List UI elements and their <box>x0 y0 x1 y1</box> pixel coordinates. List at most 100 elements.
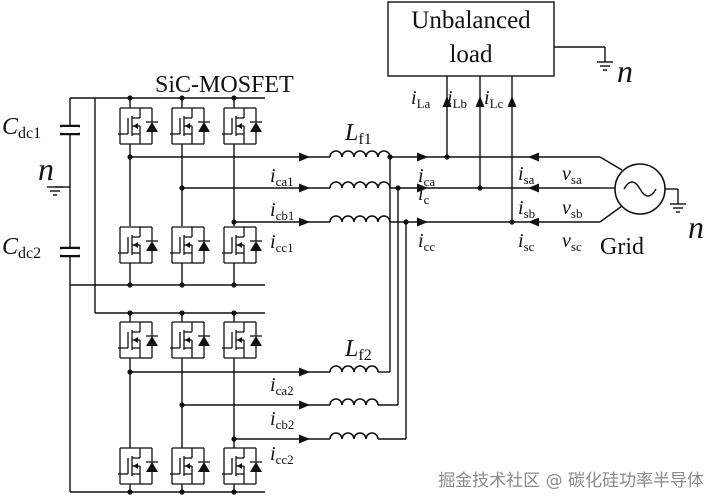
sic-mosfet-icon <box>170 447 210 485</box>
compensation-current-label: ic <box>418 183 430 207</box>
inverter2-current-label-main: i <box>270 374 276 396</box>
arrow-up-icon <box>475 96 485 107</box>
filter-lf2-label-sub: f2 <box>358 347 371 364</box>
capacitor-cdc2-label: Cdc2 <box>2 234 41 262</box>
diode-icon <box>250 336 262 346</box>
mosfet-arrow <box>133 242 138 248</box>
capacitor-cdc1-label-main: C <box>2 114 19 140</box>
arrow-up-icon <box>507 96 517 107</box>
load-current-label-sub: Lb <box>453 96 467 111</box>
junction-dot <box>179 489 185 495</box>
load-ground-icon <box>597 61 613 71</box>
source-current-label-sub: sc <box>524 239 535 254</box>
mosfet-arrow <box>185 463 190 469</box>
capacitor-cdc1-label-sub: dc1 <box>18 125 41 142</box>
junction-dot <box>477 185 483 191</box>
midpoint-ground-icon <box>47 186 63 196</box>
junction-dot <box>127 154 133 160</box>
inverter1-current-label-main: i <box>270 165 276 187</box>
diode-icon <box>198 122 210 132</box>
junction-dot <box>127 369 133 375</box>
junction-dot <box>387 154 393 160</box>
source-voltage-label-sub: sa <box>571 172 582 187</box>
mosfet-arrow <box>185 337 190 343</box>
source-voltage-label-sub: sb <box>571 206 583 221</box>
grid-ground-icon <box>670 203 686 213</box>
compensation-current-label-sub: cc <box>424 239 436 254</box>
filter-lf1-label: Lf1 <box>344 120 372 148</box>
capacitor-cdc1-label: Cdc1 <box>2 114 41 142</box>
neutral-n-label-dc: n <box>38 151 54 187</box>
inverter1-current-label: icc1 <box>270 231 294 255</box>
compensation-current-label-main: i <box>418 183 424 205</box>
inductor-lf2-icon <box>329 365 379 373</box>
source-voltage-label-sub: sc <box>571 239 582 254</box>
sic-mosfet-icon <box>170 321 210 359</box>
diode-icon <box>146 122 158 132</box>
diode-icon <box>146 462 158 472</box>
sic-mosfet-icon <box>118 321 158 359</box>
load-current-label-main: i <box>484 87 490 109</box>
mosfet-arrow <box>133 123 138 129</box>
inverter1-current-label-main: i <box>270 199 276 221</box>
load-current-label-main: i <box>411 87 417 109</box>
compensation-current-label: ica <box>418 165 435 189</box>
inverter1-current-label: icb1 <box>270 199 294 223</box>
arrow-up-icon <box>442 96 452 107</box>
junction-dot <box>444 154 450 160</box>
grid-converge <box>599 156 623 171</box>
junction-dot <box>509 219 515 225</box>
mosfet-arrow <box>185 242 190 248</box>
sic-mosfet-icon <box>118 107 158 145</box>
load-current-label-sub: Lc <box>490 96 504 111</box>
inductor-lf1-icon <box>329 150 391 158</box>
neutral-n-label-load: n <box>617 53 633 89</box>
capacitor-cdc2 <box>60 246 80 258</box>
source-current-label: isb <box>518 197 535 221</box>
load-label-line2: load <box>449 41 493 68</box>
capacitor-cdc2-label-main: C <box>2 234 19 260</box>
source-current-label: isa <box>518 163 535 187</box>
sic-mosfet-icon <box>222 321 262 359</box>
load-current-label: iLc <box>484 87 504 111</box>
diode-icon <box>250 241 262 251</box>
filter-lf1-label-sub: f1 <box>358 131 371 148</box>
grid-label: Grid <box>600 234 644 260</box>
junction-dot <box>179 402 185 408</box>
source-voltage-label: vsa <box>562 163 582 187</box>
mosfet-arrow <box>237 242 242 248</box>
source-current-label: isc <box>518 230 535 254</box>
arrow-left-icon <box>528 217 539 227</box>
mosfet-arrow <box>133 337 138 343</box>
load-current-label-main: i <box>447 87 453 109</box>
compensation-current-label-sub: c <box>424 192 430 207</box>
inverter2-current-label-sub: cb2 <box>276 417 295 432</box>
junction-dot <box>179 282 185 288</box>
sic-mosfet-icon <box>222 107 262 145</box>
arrow-right-icon <box>299 152 310 162</box>
source-voltage-label: vsc <box>562 230 582 254</box>
junction-dot <box>127 282 133 288</box>
filter-lf1-label-main: L <box>344 120 358 146</box>
inverter1-current-label-main: i <box>270 231 276 253</box>
inverter2-current-label-sub: ca2 <box>276 383 294 398</box>
diode-icon <box>250 122 262 132</box>
junction-dot <box>231 489 237 495</box>
arrow-right-icon <box>417 152 428 162</box>
source-voltage-label-main: v <box>562 230 571 252</box>
source-voltage-label-main: v <box>562 163 571 185</box>
arrow-right-icon <box>299 183 310 193</box>
source-current-label-main: i <box>518 163 524 185</box>
inverter1-current-label-sub: cc1 <box>276 240 294 255</box>
diode-icon <box>198 241 210 251</box>
junction-dot <box>395 185 401 191</box>
sic-mosfet-icon <box>118 447 158 485</box>
arrow-left-icon <box>528 152 539 162</box>
source-current-label-sub: sb <box>524 206 536 221</box>
unbalanced-load-box <box>387 1 555 77</box>
capacitor-cdc1 <box>60 124 80 136</box>
inductor-lf2-icon <box>329 398 379 406</box>
inverter1-current-label-sub: ca1 <box>276 174 294 189</box>
load-current-label: iLb <box>447 87 467 111</box>
sine-wave-icon <box>623 181 657 197</box>
